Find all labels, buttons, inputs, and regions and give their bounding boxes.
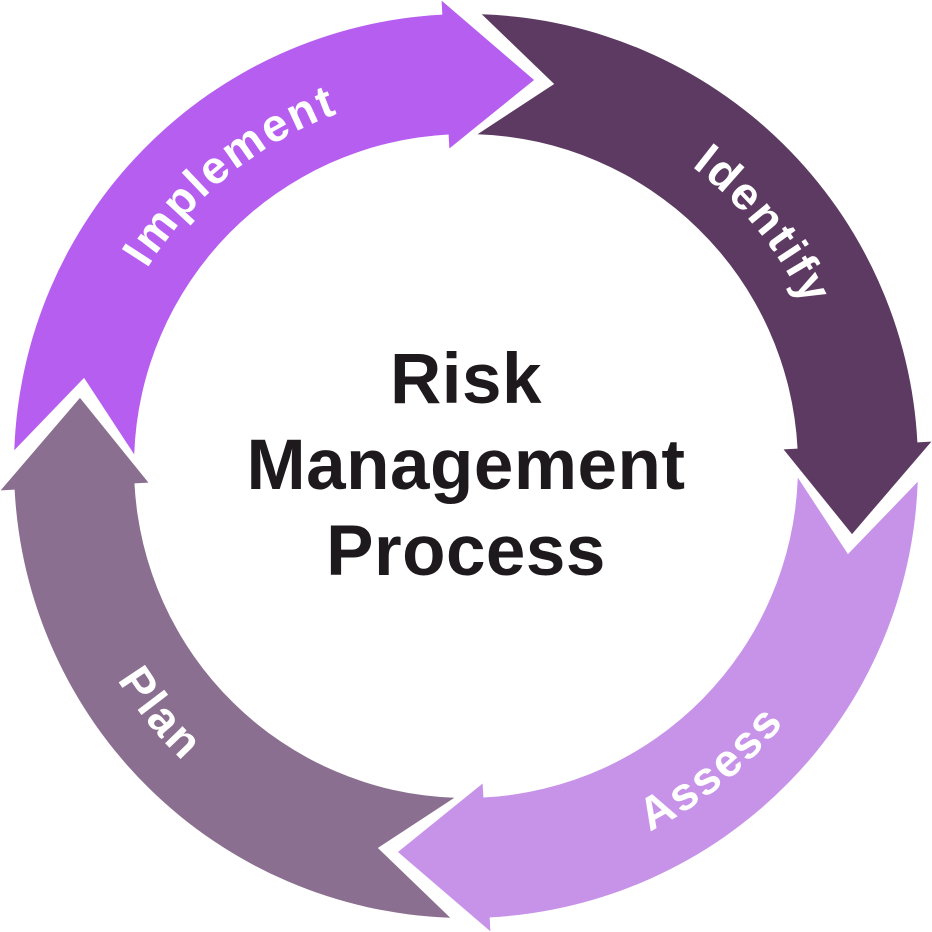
segment-assess: Assess (397, 477, 918, 932)
identify-arrow (477, 14, 932, 535)
segment-identify: Identify (477, 14, 932, 535)
segment-implement: Implement (14, 0, 535, 455)
implement-arrow (14, 0, 535, 455)
segment-plan: Plan (0, 397, 455, 918)
plan-arrow (0, 397, 455, 918)
assess-arrow (397, 477, 918, 932)
